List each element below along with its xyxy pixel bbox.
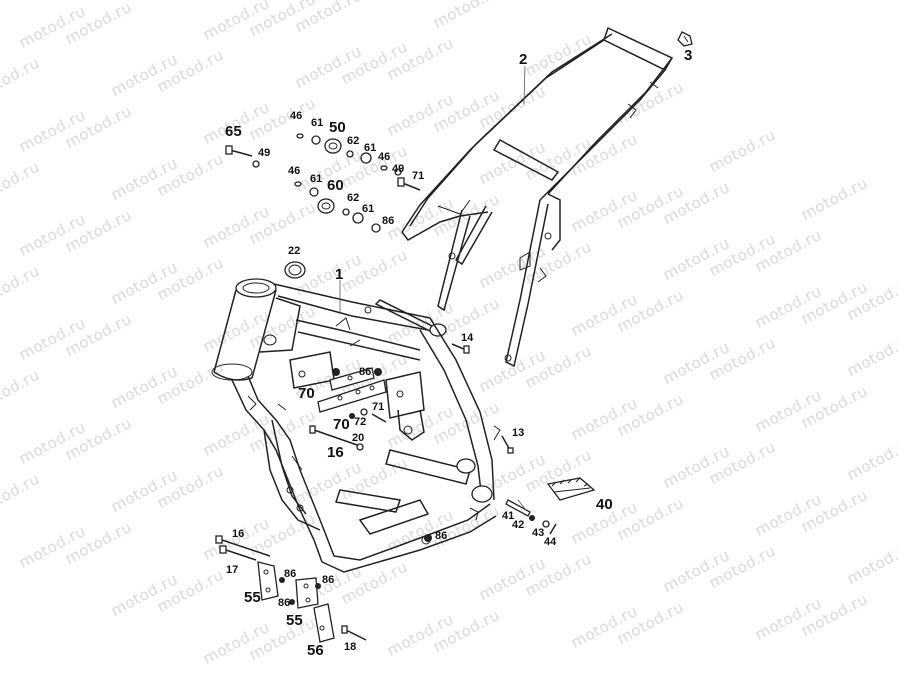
- callout-44: 44: [544, 536, 557, 548]
- bushings-lower: [294, 181, 381, 233]
- callout-56: 56: [307, 642, 324, 659]
- callout-86-b: 86: [359, 366, 372, 378]
- callout-86-f: 86: [278, 597, 291, 609]
- callout-61-b: 61: [364, 142, 377, 154]
- callout-16-b: 16: [232, 528, 245, 540]
- callout-65: 65: [225, 123, 242, 140]
- callout-60: 60: [327, 177, 344, 194]
- bolt-part-20: [309, 425, 364, 451]
- callout-46-a: 46: [290, 110, 303, 122]
- bolt-part-13: [501, 435, 514, 454]
- callout-62-b: 62: [347, 192, 360, 204]
- callout-61-c: 61: [310, 173, 323, 185]
- callout-49-a: 49: [258, 147, 271, 159]
- bolt-part-14: [451, 343, 470, 354]
- brackets-part-55: [257, 561, 321, 609]
- callout-86-d: 86: [284, 568, 297, 580]
- callout-20: 20: [352, 432, 365, 444]
- nut-part-86-lower: [424, 534, 432, 542]
- callout-46-b: 46: [378, 151, 391, 163]
- callout-49-b: 49: [392, 163, 405, 175]
- callout-72: 72: [354, 416, 367, 428]
- bushings-upper: [225, 133, 421, 191]
- bolts-part-16-17: [215, 535, 271, 561]
- callout-14: 14: [461, 332, 474, 344]
- callout-86-e: 86: [322, 574, 335, 586]
- callout-43: 43: [532, 527, 545, 539]
- callout-61-d: 61: [362, 203, 375, 215]
- leader-lines: [339, 65, 527, 511]
- ring-part-22: [284, 261, 306, 279]
- callout-71-a: 71: [412, 170, 425, 182]
- callout-55-b: 55: [286, 612, 303, 629]
- callout-62-a: 62: [347, 135, 360, 147]
- nut-part-86-mid: [374, 368, 382, 376]
- callout-42: 42: [512, 519, 525, 531]
- nut-part-3: [677, 31, 693, 47]
- bolt-part-71-72: [332, 368, 387, 423]
- callout-86-a: 86: [382, 215, 395, 227]
- callout-3: 3: [684, 47, 693, 64]
- callout-46-c: 46: [288, 165, 301, 177]
- callout-71-b: 71: [372, 401, 385, 413]
- footpeg-part-40: [546, 477, 596, 501]
- plates-part-70: [317, 367, 387, 413]
- pin-hardware-41-44: [505, 499, 557, 535]
- subframe-part-2: [401, 26, 674, 368]
- callout-40: 40: [596, 496, 613, 513]
- callout-41: 41: [502, 510, 515, 522]
- callout-2: 2: [519, 51, 528, 68]
- callout-13: 13: [512, 427, 525, 439]
- callout-22: 22: [288, 245, 301, 257]
- bolt-part-18: [341, 625, 367, 641]
- main-frame-part-1: [211, 278, 501, 573]
- callout-16-a: 16: [327, 444, 344, 461]
- callout-17: 17: [226, 564, 239, 576]
- callout-18: 18: [344, 641, 357, 653]
- callout-70-b: 70: [333, 416, 350, 433]
- callout-50: 50: [329, 119, 346, 136]
- bracket-part-56: [313, 603, 335, 643]
- callout-61-a: 61: [311, 117, 324, 129]
- callout-1: 1: [335, 266, 344, 283]
- callout-86-c: 86: [435, 530, 448, 542]
- callout-70-a: 70: [298, 385, 315, 402]
- callout-55-a: 55: [244, 589, 261, 606]
